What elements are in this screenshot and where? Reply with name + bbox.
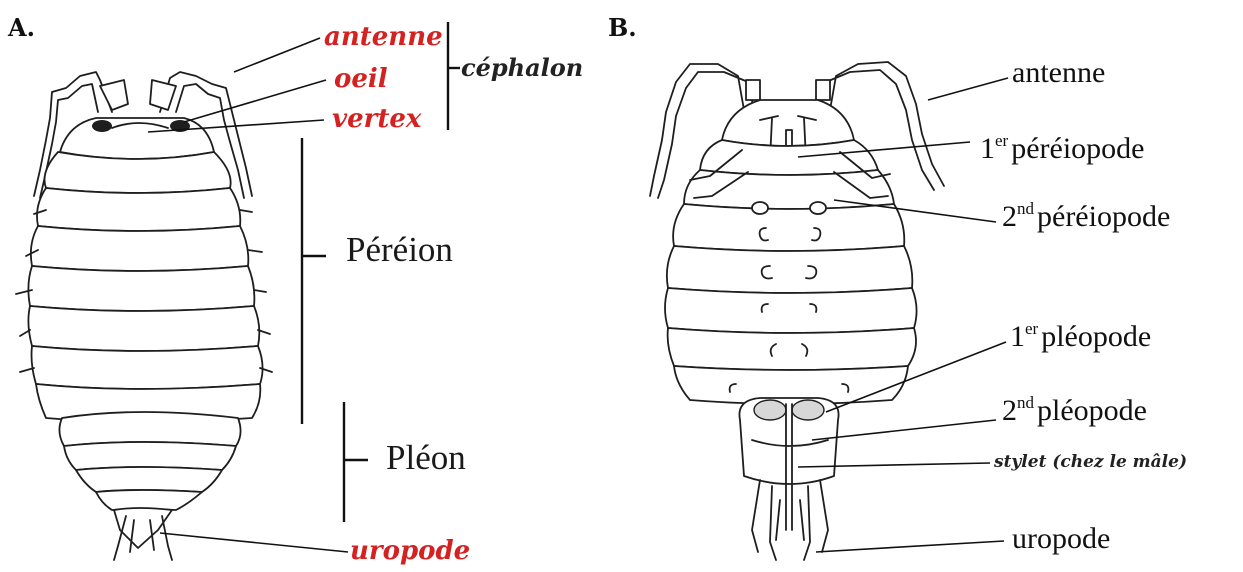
label-oeil: oeil	[334, 66, 388, 92]
label-stylet: stylet (chez le mâle)	[994, 454, 1187, 471]
panel-label-a: A.	[8, 16, 35, 40]
label-pereion: Péréion	[346, 232, 453, 267]
label-antenne-a: antenne	[324, 24, 443, 50]
uropods-b	[752, 480, 828, 560]
label-pleon: Pléon	[386, 440, 466, 475]
isopod-dorsal-view	[16, 72, 272, 560]
label-cephalon: céphalon	[461, 56, 583, 80]
isopod-ventral-view	[650, 62, 944, 560]
label-uropode-b: uropode	[1012, 524, 1110, 554]
panel-label-b: B.	[608, 16, 637, 40]
label-vertex: vertex	[332, 106, 421, 132]
cephalon-shape	[60, 118, 214, 159]
label-uropode-a: uropode	[350, 538, 470, 564]
eye-left	[92, 120, 112, 132]
label-antenne-b: antenne	[1012, 58, 1105, 88]
